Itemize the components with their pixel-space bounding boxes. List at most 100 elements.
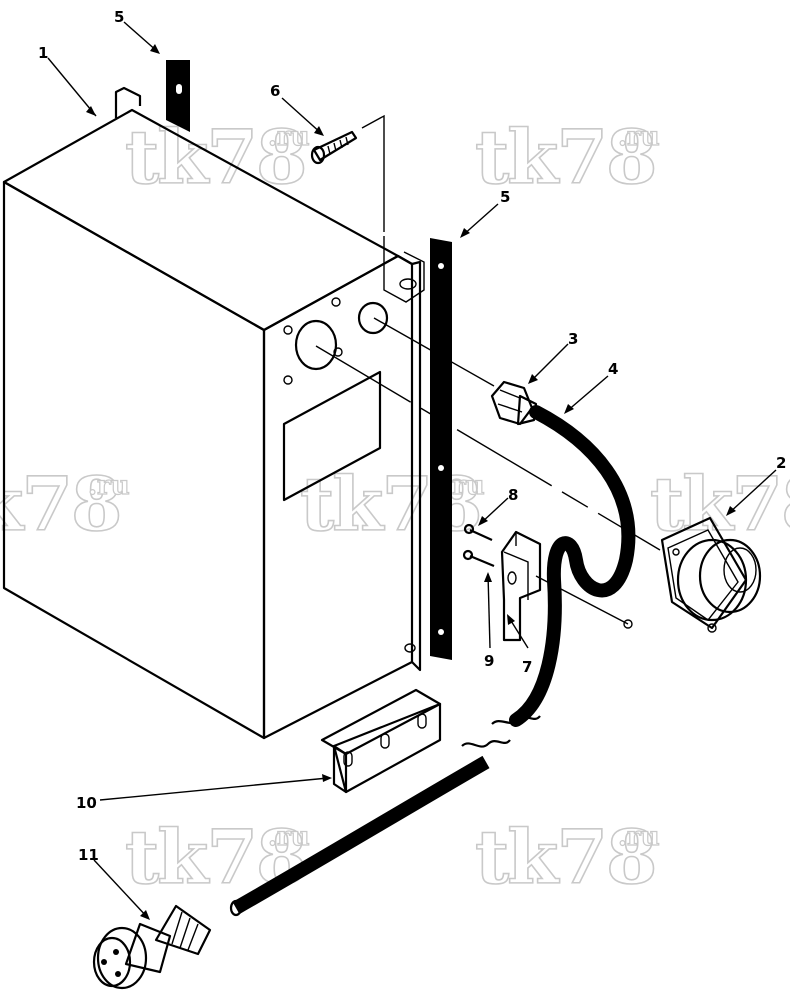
- clamp-bracket: [500, 530, 542, 642]
- callout-2: 2: [776, 454, 786, 472]
- leader-6-arrow: [314, 126, 324, 136]
- receptacle-cap-inner: [723, 547, 757, 593]
- callout-7: 7: [522, 658, 532, 676]
- cable-gland: [490, 380, 538, 426]
- callout-11: 11: [78, 846, 99, 864]
- gland-nut: [490, 380, 534, 426]
- receptacle-body: [676, 538, 748, 622]
- leader-10-arrow: [322, 774, 332, 782]
- z-bracket-slot: [380, 733, 390, 749]
- screw-part9: [462, 549, 495, 568]
- leader-5a-arrow: [150, 44, 160, 54]
- receptacle-screw: [707, 623, 717, 633]
- watermark-3: tk78 .ru: [0, 461, 130, 549]
- screw9-shank: [469, 554, 495, 568]
- plug-face: [92, 936, 132, 988]
- watermark-suffix: .ru: [618, 822, 660, 852]
- plug-grip-ribs: [171, 911, 199, 951]
- small-hole: [357, 301, 389, 335]
- watermark-suffix: .ru: [618, 122, 660, 152]
- watermark-7: tk78 .ru: [474, 814, 660, 902]
- callout-10: 10: [76, 794, 97, 812]
- leader-10: [99, 777, 329, 801]
- cable-break-lower: [461, 739, 511, 748]
- plug-pin: [113, 949, 119, 955]
- alignment-line-gland: [373, 317, 495, 387]
- screw-part8: [463, 523, 493, 542]
- cable: [229, 405, 636, 917]
- watermark-group: tk78 .ru tk78 .ru tk78 .ru tk78 .ru tk78…: [0, 114, 790, 902]
- screw8-head: [463, 523, 475, 535]
- watermark-text: tk78: [475, 815, 655, 901]
- watermark-suffix: .ru: [268, 822, 310, 852]
- screw-part6: [310, 114, 385, 232]
- leader-lines: [47, 21, 777, 920]
- enclosure-side-face: [262, 254, 414, 740]
- callout-3: 3: [568, 330, 578, 348]
- leader-2-arrow: [726, 506, 736, 516]
- cable-break-upper: [491, 715, 541, 725]
- screw-centerline: [361, 114, 385, 232]
- z-bracket: [320, 688, 442, 794]
- strap-hole: [438, 263, 444, 269]
- screw-hole: [283, 325, 293, 335]
- leader-1: [47, 57, 97, 117]
- leader-3-arrow: [528, 374, 538, 384]
- window-cutout: [282, 370, 382, 502]
- leader-11-arrow: [140, 910, 150, 920]
- watermark-text: tk78: [475, 115, 655, 201]
- enclosure-box: [2, 86, 425, 740]
- callout-9: 9: [484, 652, 494, 670]
- callout-1: 1: [38, 44, 48, 62]
- alignment-line-receptacle: [315, 345, 661, 551]
- screw8-shank: [469, 528, 493, 542]
- enclosure-front-face: [2, 180, 266, 740]
- watermark-text: tk78: [0, 462, 120, 548]
- leader-4-arrow: [564, 404, 574, 414]
- callout-5-top: 5: [114, 8, 124, 26]
- strap-hole: [438, 465, 444, 471]
- leader-4: [565, 375, 609, 413]
- clamp-hole: [507, 571, 517, 585]
- mounting-strap-top: [166, 60, 190, 132]
- z-bracket-end: [332, 744, 348, 794]
- screw-thread: [327, 136, 349, 155]
- strap-long-body: [430, 238, 452, 660]
- plug-pin: [101, 959, 107, 965]
- leader-7-arrow: [507, 614, 515, 625]
- watermark-4: tk78 .ru: [299, 461, 485, 549]
- cable-lower-run: [232, 755, 490, 915]
- z-bracket-web: [332, 702, 442, 794]
- callout-4: 4: [608, 360, 618, 378]
- plug-strain-relief: [154, 904, 212, 956]
- washer: [623, 619, 633, 629]
- strap-hole: [438, 629, 444, 635]
- leader-3: [529, 343, 569, 383]
- leader-9: [487, 573, 491, 649]
- screw-hole: [333, 347, 343, 357]
- clamp-body: [500, 530, 542, 642]
- large-hole: [294, 319, 338, 371]
- enclosure-flange: [397, 255, 422, 672]
- receptacle: [660, 516, 762, 633]
- watermark-2: tk78 .ru: [474, 114, 660, 202]
- receptacle-flange-inner: [667, 529, 739, 621]
- watermark-text: tk78: [125, 115, 305, 201]
- callout-5-strap: 5: [500, 188, 510, 206]
- enclosure-top-lip: [114, 86, 142, 118]
- screw-hole: [283, 375, 293, 385]
- plug-coupling-ring: [96, 926, 148, 990]
- leader-5b: [461, 203, 499, 237]
- callout-6: 6: [270, 82, 280, 100]
- gland-body: [516, 394, 538, 426]
- strap-top-slot: [176, 84, 182, 94]
- leader-9-arrow: [484, 572, 492, 582]
- leader-8-arrow: [478, 516, 488, 526]
- leader-6: [281, 97, 323, 135]
- leader-5b-arrow: [460, 228, 470, 238]
- screw-hole: [331, 297, 341, 307]
- leader-2: [727, 469, 777, 515]
- clamp-fold: [503, 532, 529, 600]
- plug-pin: [115, 971, 121, 977]
